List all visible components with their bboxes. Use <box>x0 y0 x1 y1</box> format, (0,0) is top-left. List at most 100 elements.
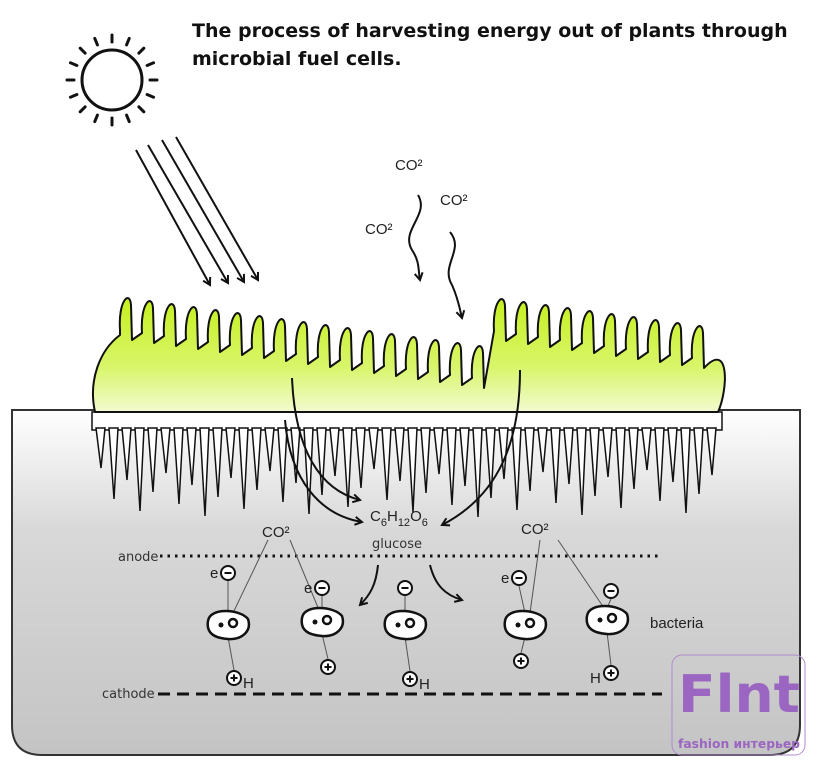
cell-dot <box>218 622 224 628</box>
plant-roots <box>91 411 723 518</box>
root <box>199 427 210 517</box>
root <box>628 427 639 490</box>
connector-line <box>606 631 612 666</box>
root <box>251 427 262 491</box>
title-line-1: The process of harvesting energy out of … <box>192 20 788 42</box>
root <box>134 427 145 512</box>
sun-ray <box>68 93 79 99</box>
connector-line <box>321 633 329 660</box>
cell-dot <box>515 622 521 628</box>
title-line-2: microbial fuel cells. <box>192 48 402 70</box>
root <box>290 427 301 484</box>
plus-sign <box>517 657 525 665</box>
cell-nucleus <box>524 617 536 629</box>
root <box>316 427 327 496</box>
cell-dot <box>597 617 603 623</box>
root <box>615 427 626 509</box>
root <box>693 427 704 495</box>
sun-ray <box>145 93 156 99</box>
connector-line <box>529 539 541 614</box>
root <box>641 427 652 471</box>
co2-label: CO² <box>365 221 393 238</box>
electron-label: e <box>304 580 312 597</box>
cell-nucleus <box>227 617 239 629</box>
root <box>355 427 366 489</box>
root <box>173 427 184 505</box>
connector-line <box>404 636 411 672</box>
root <box>537 427 548 473</box>
sun-icon <box>65 33 159 127</box>
sun-ray <box>125 113 131 124</box>
root <box>524 427 535 492</box>
root <box>95 427 106 469</box>
root <box>563 427 574 485</box>
root <box>225 427 236 479</box>
watermark-tagline: fashion интерьер <box>678 737 800 751</box>
root <box>108 427 119 500</box>
cell-dot <box>395 622 401 628</box>
sun-ray <box>137 46 146 55</box>
connector-line <box>557 539 605 609</box>
glucose-flow-arrows <box>284 369 521 605</box>
root <box>446 427 457 506</box>
plus-sign <box>230 674 238 682</box>
plant-canopy <box>91 297 726 413</box>
bacterium: H <box>383 580 430 693</box>
root <box>472 427 483 518</box>
bacterium: e <box>289 539 345 675</box>
connector-line <box>227 636 235 671</box>
root <box>147 427 158 493</box>
root <box>485 427 496 499</box>
hydrogen-label: H <box>419 676 430 693</box>
hydrogen-label: H <box>243 675 254 692</box>
co2-label: CO² <box>262 524 290 541</box>
cell-nucleus <box>606 612 618 624</box>
root <box>160 427 171 474</box>
root <box>381 427 392 501</box>
root <box>121 427 132 481</box>
sun-ray <box>93 113 99 124</box>
plant-leaves <box>91 297 726 413</box>
connector-line <box>232 539 269 614</box>
plus-sign <box>324 663 332 671</box>
root <box>667 427 678 483</box>
root <box>394 427 405 482</box>
root <box>329 427 340 477</box>
sunlight-rays <box>135 136 258 285</box>
bacteria-label: bacteria <box>650 615 704 632</box>
sun-ray <box>78 46 87 55</box>
root <box>407 427 418 513</box>
root <box>589 427 600 497</box>
cell-nucleus <box>321 614 333 626</box>
watermark-logo-text: Flnt <box>678 665 800 725</box>
sun-ray <box>125 36 131 47</box>
bacterium: eH <box>206 539 269 692</box>
root <box>511 427 522 511</box>
plus-sign <box>406 675 414 683</box>
root <box>602 427 613 478</box>
cathode-label: cathode <box>102 687 155 702</box>
sun-ray <box>145 61 156 67</box>
root <box>420 427 431 494</box>
root <box>433 427 444 475</box>
root <box>238 427 249 510</box>
bacterium: e <box>501 539 548 669</box>
watermark-logo: Flnt fashion интерьер <box>671 654 806 756</box>
root <box>654 427 665 502</box>
sun-ray <box>137 105 146 114</box>
root <box>186 427 197 486</box>
hydrogen-label: H <box>590 670 601 687</box>
root <box>550 427 561 504</box>
root <box>576 427 587 516</box>
sun-ray <box>68 61 79 67</box>
connector-line <box>518 585 526 614</box>
co2-label: CO² <box>521 521 549 538</box>
glucose-formula: C6H12O6 <box>370 508 428 529</box>
anode-label: anode <box>118 550 158 565</box>
root <box>212 427 223 498</box>
root <box>277 427 288 503</box>
electron-label: e <box>501 570 509 587</box>
plus-sign <box>607 669 615 677</box>
